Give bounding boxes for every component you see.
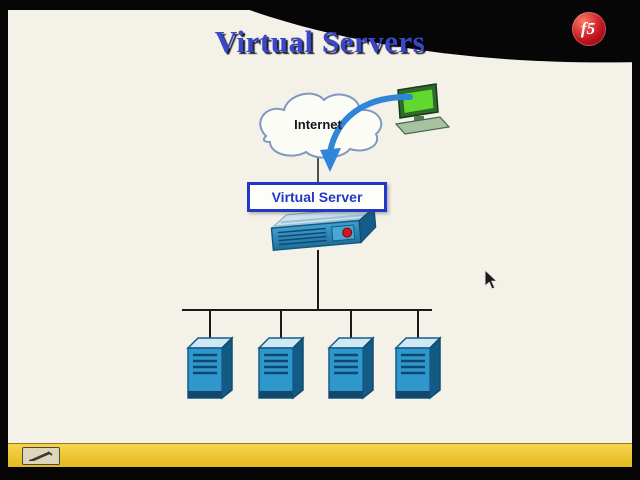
bigip-appliance (270, 206, 377, 251)
virtual-server-box: Virtual Server (247, 182, 387, 212)
slide-bottom-bar (8, 443, 632, 467)
traffic-arrow (320, 93, 413, 172)
slide-title: Virtual Servers (214, 24, 426, 59)
appliance-f5-ball-icon (342, 227, 353, 238)
connector-appliance-to-bus (182, 250, 432, 311)
pen-icon (29, 451, 53, 461)
server-pool (186, 310, 442, 400)
server-tower (257, 310, 305, 400)
server-tower (327, 310, 375, 400)
internet-cloud (259, 92, 383, 159)
f5-logo-text: f5 (580, 18, 596, 38)
client-computer-icon (394, 83, 451, 135)
pen-tool-button[interactable] (22, 447, 60, 465)
server-tower (186, 310, 234, 400)
virtual-server-label: Virtual Server (271, 189, 363, 205)
slide-background (8, 10, 632, 467)
internet-cloud-label: Internet (294, 117, 342, 132)
f5-logo-icon: f5 (572, 12, 606, 46)
server-tower (394, 310, 442, 400)
